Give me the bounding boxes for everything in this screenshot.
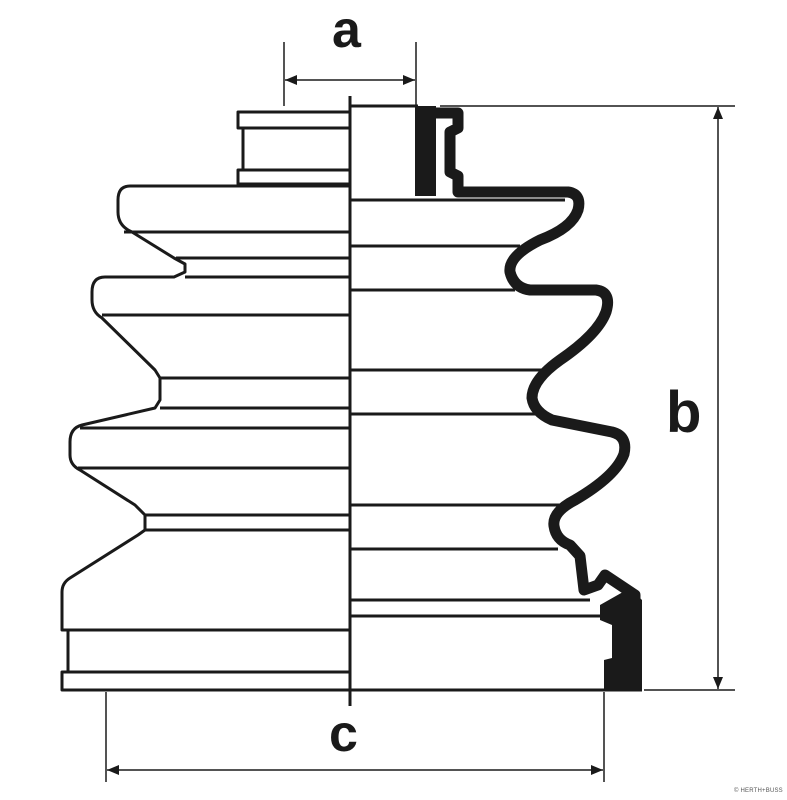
top-collar-ring — [236, 110, 352, 130]
dimension-b — [440, 105, 735, 691]
bottom-collar-lip — [60, 670, 352, 692]
boot-exterior-view — [60, 110, 352, 692]
bellows-outline — [60, 184, 350, 632]
bottom-clamp-section — [600, 588, 642, 690]
boot-section-view — [350, 104, 642, 692]
top-collar-base — [236, 168, 352, 186]
top-clamp-section — [415, 106, 436, 196]
copyright-credit: © HERTH+BUSS — [734, 788, 783, 794]
dimension-c — [105, 692, 605, 782]
top-collar-neck — [241, 126, 352, 172]
dimension-a — [283, 42, 417, 106]
dimension-label-c: c — [329, 705, 358, 763]
wall-section-profile — [420, 107, 641, 680]
dimension-label-a: a — [332, 1, 361, 59]
dimension-label-b: b — [666, 380, 702, 445]
bottom-collar-band — [66, 628, 352, 674]
